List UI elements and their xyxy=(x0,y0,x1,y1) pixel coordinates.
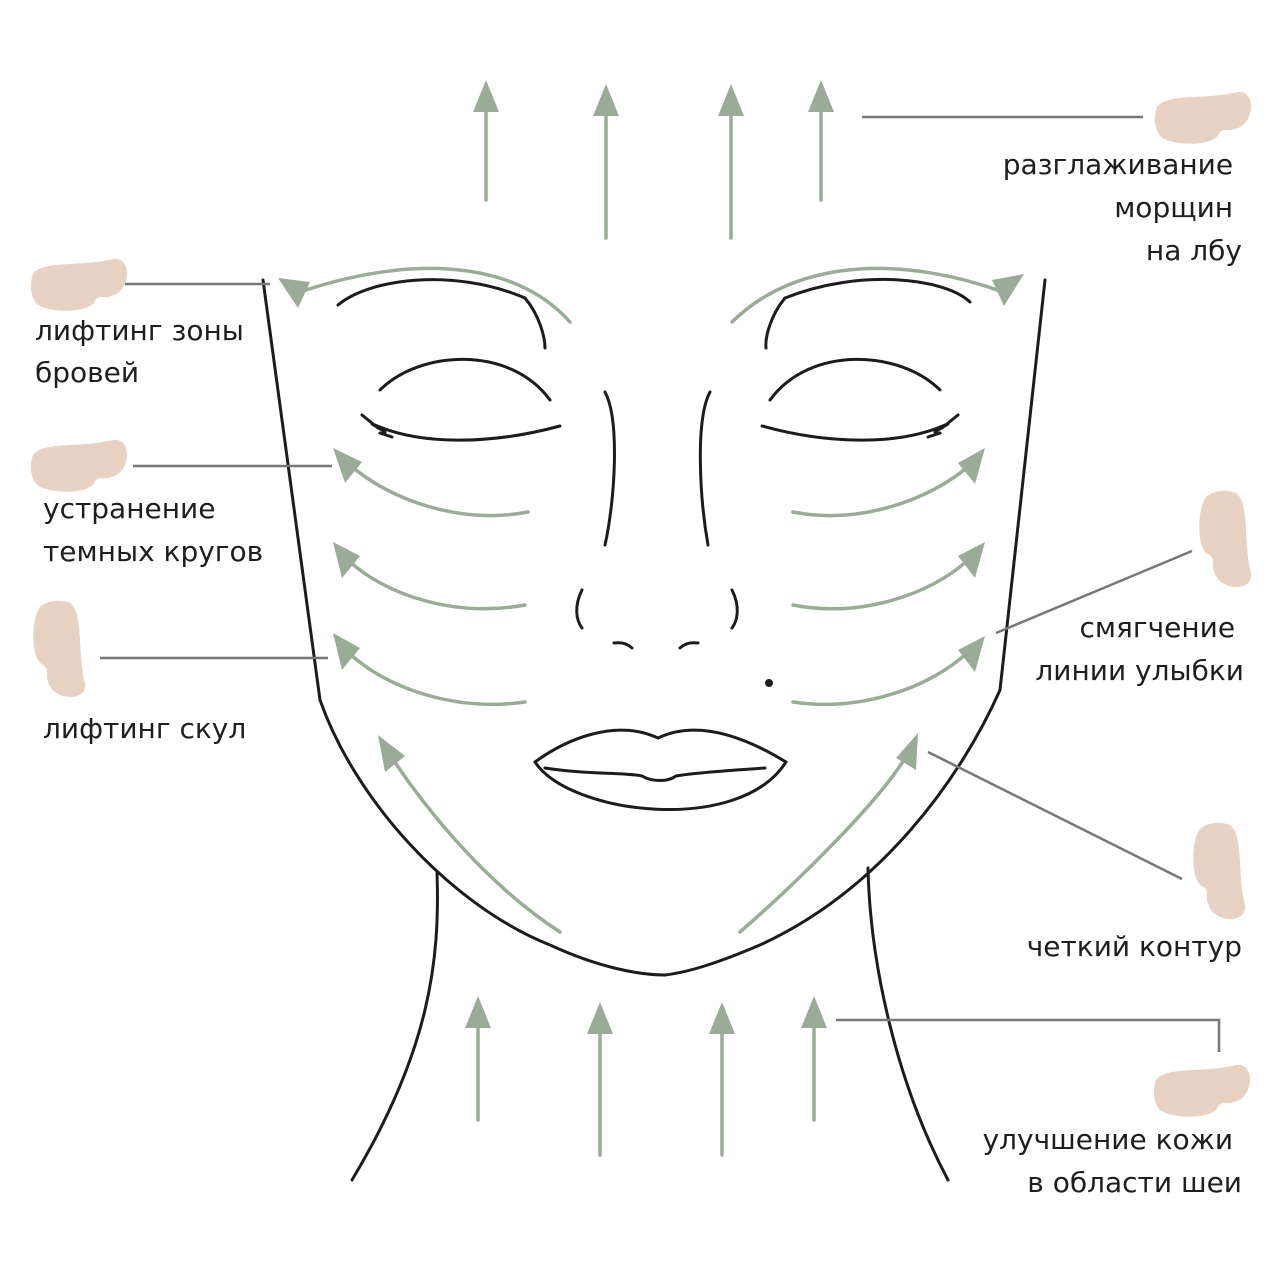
smile-lines-label-line: линии улыбки xyxy=(1035,654,1244,687)
contour-leader xyxy=(927,750,1183,881)
brows-label: лифтинг зоны бровей xyxy=(35,314,253,389)
brows-label-line: лифтинг зоны xyxy=(35,314,244,347)
right-jaw-arrow xyxy=(738,733,918,934)
left-jaw-arrow xyxy=(378,735,562,934)
neck-arrow xyxy=(465,996,491,1122)
left-brow-arrow xyxy=(278,266,572,324)
forehead-label: разглаживание морщин на лбу xyxy=(1003,148,1242,267)
gua-sha-stone-icon xyxy=(1199,490,1252,588)
leader-lines xyxy=(100,115,1221,1052)
neck-right xyxy=(866,866,950,1182)
forehead-label-line: разглаживание xyxy=(1003,148,1233,181)
face-outline xyxy=(261,277,1047,1182)
right-brow-arrow xyxy=(730,266,1024,324)
gua-sha-stone-icon xyxy=(1193,822,1246,920)
lower-lip xyxy=(533,760,788,811)
forehead-arrow xyxy=(808,80,834,202)
right-nostril xyxy=(678,641,700,650)
cheekbones-label-line: лифтинг скул xyxy=(43,712,246,745)
forehead-arrow xyxy=(718,84,744,240)
face-right-contour xyxy=(663,278,1047,977)
lip-line xyxy=(543,766,767,782)
beauty-mark xyxy=(765,679,773,687)
nose-left-wing xyxy=(575,588,584,630)
left-cheek-arrow xyxy=(333,542,527,611)
gua-sha-stone-icon xyxy=(1154,91,1252,144)
gua-sha-stone-icon xyxy=(1153,1064,1251,1117)
neck-label: улучшение кожи в области шеи xyxy=(983,1123,1242,1199)
forehead-arrow xyxy=(593,84,619,240)
massage-arrows xyxy=(278,80,1024,1157)
nose-right-wing xyxy=(730,588,739,630)
neck-arrow xyxy=(801,996,827,1122)
forehead-label-line: на лбу xyxy=(1146,234,1242,267)
left-eyelid-crease xyxy=(378,357,552,402)
neck-leader xyxy=(836,1018,1221,1052)
neck-arrow xyxy=(709,1002,735,1157)
gua-sha-stone-icon xyxy=(33,600,86,698)
upper-lip xyxy=(533,728,788,764)
neck-left xyxy=(350,871,439,1182)
right-cheek-arrow xyxy=(791,542,985,611)
right-lashes xyxy=(926,413,960,439)
left-nostril xyxy=(612,641,634,650)
right-eyelid-crease xyxy=(768,357,942,402)
right-brow xyxy=(764,277,972,350)
smile-lines-label-line: смягчение xyxy=(1080,611,1236,644)
smile-lines-leader xyxy=(995,549,1193,635)
smile-lines-label: смягчение линии улыбки xyxy=(1035,611,1244,687)
contour-label: четкий контур xyxy=(1027,930,1242,963)
forehead-arrow xyxy=(473,80,499,202)
neck-label-line: в области шеи xyxy=(1027,1166,1242,1199)
stone-icons xyxy=(30,91,1252,1117)
cheekbones-label: лифтинг скул xyxy=(43,712,246,745)
face-left-contour xyxy=(261,278,667,977)
nose-bridge-right xyxy=(698,390,712,547)
brows-label-line: бровей xyxy=(35,356,139,389)
dark-circles-label: устранение темных кругов xyxy=(43,492,263,568)
labels: разглаживание морщин на лбу лифтинг зоны… xyxy=(35,148,1244,1199)
dark-circles-label-line: устранение xyxy=(43,492,215,525)
gua-sha-stone-icon xyxy=(30,439,128,492)
right-closed-eye xyxy=(760,423,947,442)
neck-arrow xyxy=(587,1002,613,1157)
neck-label-line: улучшение кожи xyxy=(983,1123,1234,1156)
nose-bridge-left xyxy=(603,390,616,547)
left-brow xyxy=(336,278,547,350)
forehead-label-line: морщин xyxy=(1114,191,1233,224)
left-under-eye-arrow xyxy=(333,448,530,518)
left-cheekbone-arrow xyxy=(333,633,527,706)
left-closed-eye xyxy=(373,423,562,442)
right-smile-line-arrow xyxy=(791,636,985,707)
gua-sha-stone-icon xyxy=(30,258,128,311)
right-under-eye-arrow xyxy=(791,448,985,518)
dark-circles-label-line: темных кругов xyxy=(43,535,263,568)
left-lashes xyxy=(360,413,394,439)
contour-label-line: четкий контур xyxy=(1027,930,1242,963)
